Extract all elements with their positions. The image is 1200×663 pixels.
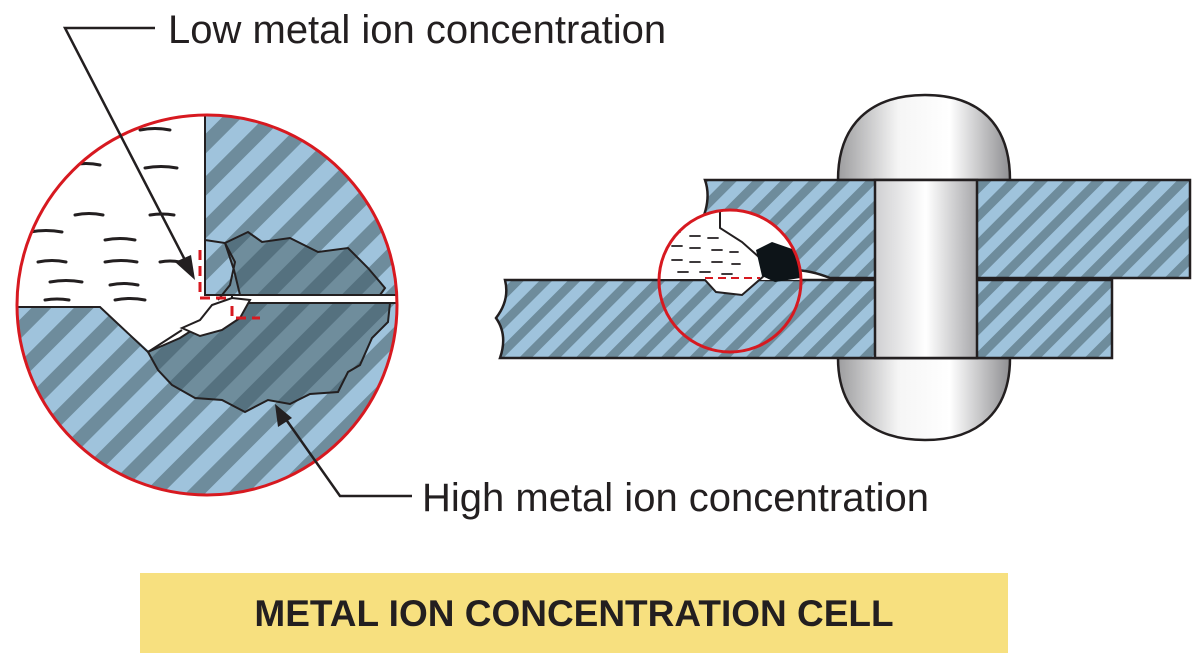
magnifier-circle-icon	[15, 113, 399, 497]
rivet-icon	[836, 93, 1012, 182]
rivet-bottom-head	[836, 356, 1012, 442]
lower-plate	[494, 278, 1114, 360]
magnified-joint-view	[15, 113, 399, 497]
low-concentration-marker	[198, 250, 260, 320]
corrosion-pit-upper	[223, 230, 387, 296]
riveted-joint-view	[494, 93, 1192, 442]
banner-title: METAL ION CONCENTRATION CELL	[254, 593, 893, 634]
crevice-gap	[231, 294, 397, 304]
magnifier-circle-icon	[657, 208, 803, 354]
title-banner: METAL ION CONCENTRATION CELL	[140, 573, 1008, 653]
low-concentration-label: Low metal ion concentration	[168, 8, 666, 52]
arrow-head-icon	[175, 255, 195, 280]
rivet-shank	[873, 178, 979, 360]
high-concentration-callout: High metal ion concentration	[275, 404, 929, 520]
high-concentration-label: High metal ion concentration	[422, 476, 929, 520]
arrow-head-icon	[275, 404, 292, 427]
black-deposit	[756, 242, 801, 282]
low-concentration-callout: Low metal ion concentration	[62, 8, 666, 280]
